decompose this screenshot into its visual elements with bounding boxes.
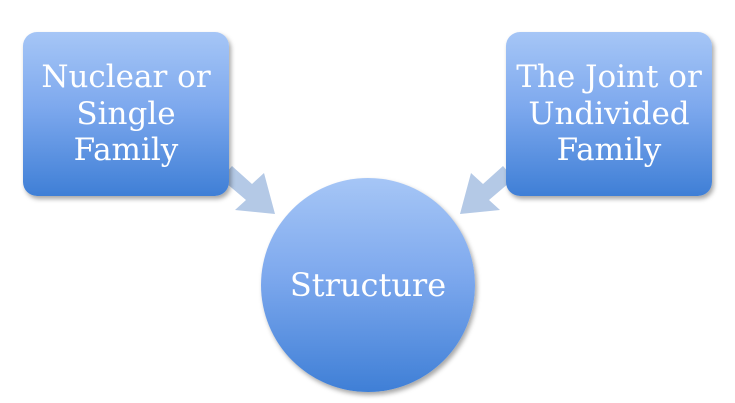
node-joint-family-label: The Joint or Undivided Family bbox=[516, 59, 702, 169]
node-label-line: Single bbox=[76, 95, 176, 132]
node-nuclear-family: Nuclear or Single Family bbox=[23, 32, 229, 196]
node-label-line: Family bbox=[556, 132, 662, 169]
node-nuclear-family-label: Nuclear or Single Family bbox=[41, 59, 210, 169]
node-label-line: The Joint or bbox=[516, 59, 702, 96]
node-label-line: Family bbox=[73, 132, 179, 169]
node-joint-family: The Joint or Undivided Family bbox=[506, 32, 712, 196]
node-label-line: Nuclear or bbox=[41, 59, 211, 96]
node-label-line: Undivided bbox=[528, 95, 690, 132]
node-structure: Structure bbox=[261, 178, 475, 392]
node-structure-label: Structure bbox=[289, 266, 447, 304]
